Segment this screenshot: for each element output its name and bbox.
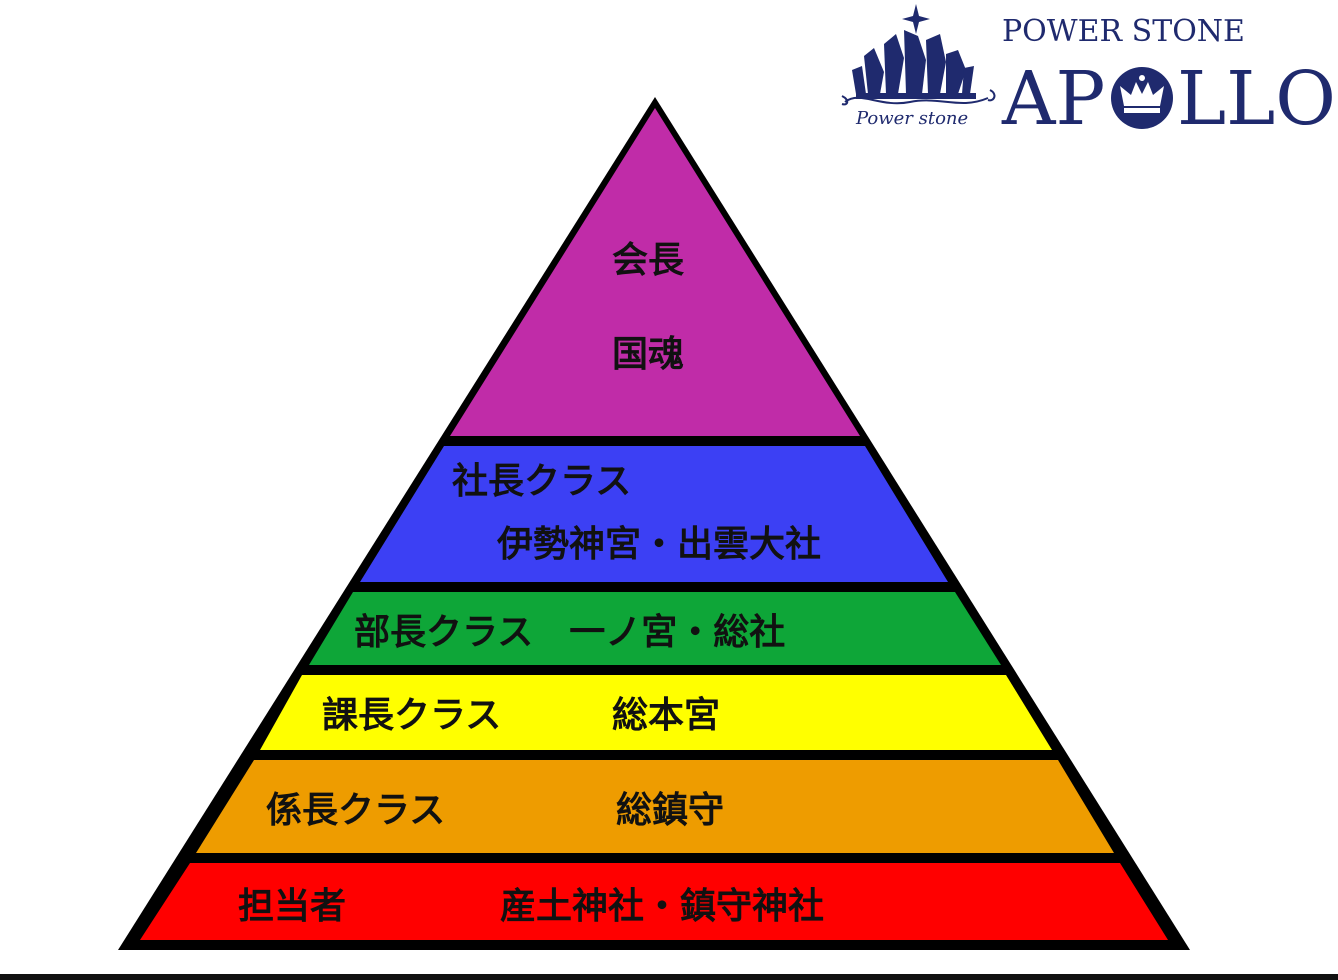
tier-band-chief [196,760,1114,853]
tier-label-president-title: 社長クラス [452,461,631,502]
brand-name-start: AP [1001,56,1105,142]
tier-band-chairman [450,108,860,436]
tier-label-department-head: 部長クラス 一ノ宮・総社 [354,612,785,653]
brand-logo: Power stone POWER STONE AP LLO [841,4,1336,142]
brand-tagline: POWER STONE [1002,14,1245,49]
tier-label-section-head-shrine: 総本宮 [612,695,720,736]
tier-label-chairman-shrine: 国魂 [612,334,684,375]
bottom-border [0,974,1338,980]
tier-label-chief-shrine: 総鎮守 [616,790,724,831]
tier-label-chief-title: 係長クラス [266,790,445,831]
tier-label-section-head-title: 課長クラス [322,695,501,736]
tier-label-staff-shrine: 産土神社・鎮守神社 [500,886,824,927]
tier-band-department-head [309,592,1001,665]
brand-name-end: LLO [1177,56,1336,142]
brand-script-text: Power stone [855,108,968,129]
crown-medallion-icon [1111,67,1173,129]
tier-band-section-head [260,675,1052,750]
tier-band-president [360,446,948,582]
tier-label-president-shrine: 伊勢神宮・出雲大社 [496,524,821,565]
crystal-crown-icon [841,4,996,106]
tier-label-chairman-title: 会長 [612,240,685,281]
tier-band-staff [140,863,1168,940]
tier-label-staff-title: 担当者 [238,886,346,927]
